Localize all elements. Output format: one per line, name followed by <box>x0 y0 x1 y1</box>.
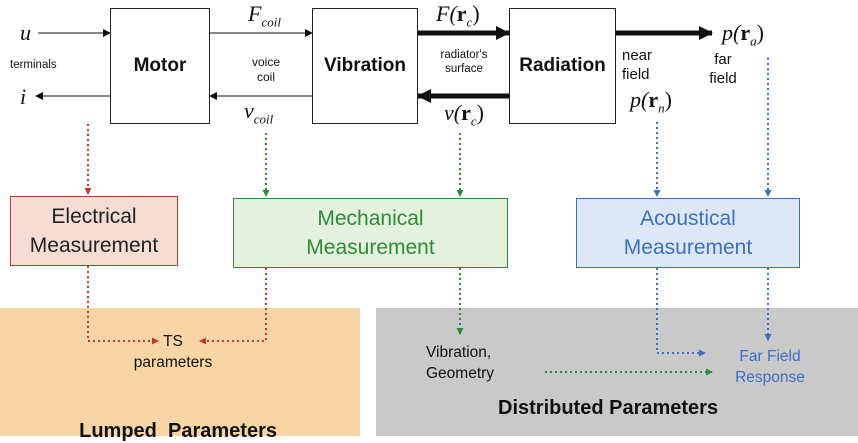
acoustical-measurement-box: Acoustical Measurement <box>576 198 800 268</box>
acoustical-to-farfield-left <box>656 268 706 357</box>
acoustical-line1: Acoustical <box>640 207 736 230</box>
radiator-surface-label: radiator's surface <box>440 49 488 75</box>
ts-parameters-label: TS parameters <box>133 333 213 371</box>
vibration-block: Vibration <box>312 8 418 124</box>
voice-coil-label: voice coil <box>251 55 280 84</box>
vcoil-label: vcoil <box>244 98 274 127</box>
i-label: i <box>20 84 27 109</box>
lumped-parameters-panel <box>0 308 360 436</box>
mechanical-to-ts <box>199 268 267 345</box>
motor-label: Motor <box>133 55 187 76</box>
distributed-parameters-title: Distributed Parameters <box>498 397 719 419</box>
radiation-block: Radiation <box>509 8 616 124</box>
near-field-label: near field <box>622 47 653 83</box>
lumped-parameters-title: Lumped Parameters <box>79 420 277 442</box>
electrical-line1: Electrical <box>51 205 137 228</box>
mechanical-line1: Mechanical <box>317 207 424 230</box>
vrc-label: v(rc) <box>444 100 484 129</box>
radiation-label: Radiation <box>519 55 606 76</box>
prn-label: p(rn) <box>630 87 672 116</box>
pra-label: p(ra) <box>722 20 764 49</box>
far-field-label: far field <box>709 51 737 87</box>
vibration-geometry-label: Vibration, Geometry <box>426 344 495 382</box>
motor-block: Motor <box>110 8 210 124</box>
u-label: u <box>20 20 31 45</box>
mechanical-measurement-box: Mechanical Measurement <box>233 198 508 268</box>
electrical-to-ts <box>87 266 159 345</box>
fcoil-label: Fcoil <box>248 1 281 30</box>
vibration-label: Vibration <box>324 55 406 76</box>
mechanical-line2: Measurement <box>306 236 435 259</box>
frc-label: F(rc) <box>436 1 480 30</box>
electrical-line2: Measurement <box>29 234 159 257</box>
electrical-measurement-box: Electrical Measurement <box>10 196 178 266</box>
far-field-response-label: Far Field Response <box>735 348 805 386</box>
terminals-label: terminals <box>10 59 57 71</box>
acoustical-line2: Measurement <box>623 236 753 259</box>
